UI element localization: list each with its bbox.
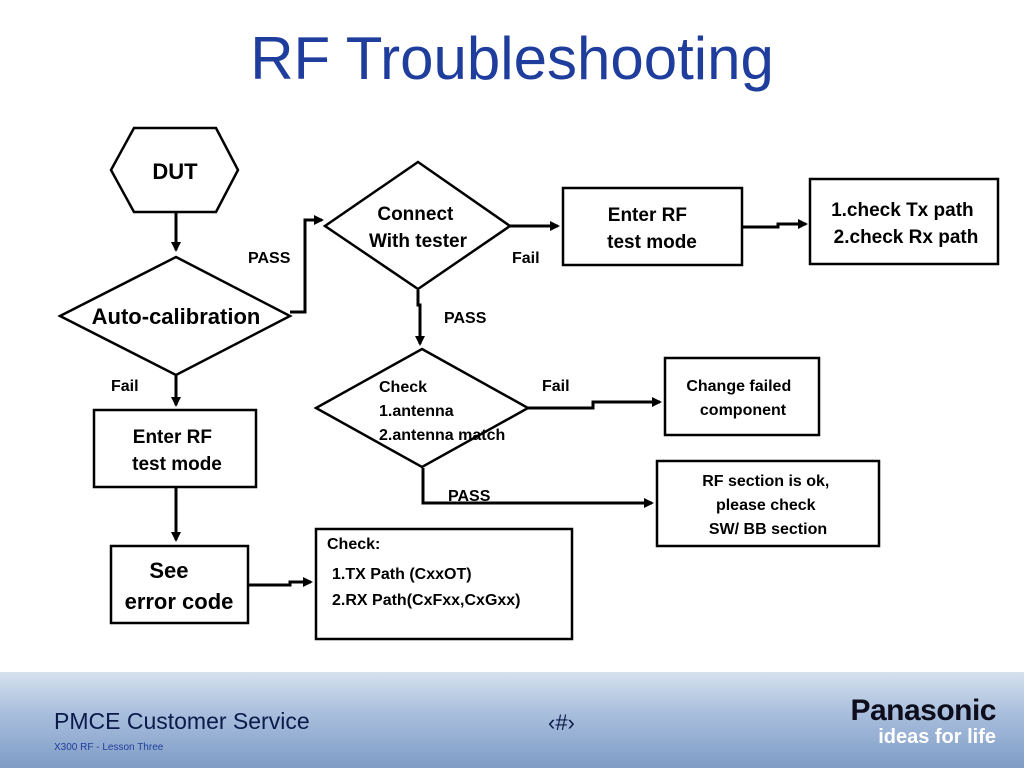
rf-ok-label: RF section is ok, please check SW/ BB se… [702,473,834,538]
brand-logo: Panasonic ideas for life [850,694,996,749]
enter-rf-left-label: Enter RF test mode [132,427,222,475]
brand-tagline: ideas for life [878,726,996,748]
connect-diamond [322,160,513,291]
edge-label-connect-fail: Fail [512,250,540,267]
autocal-label: Auto-calibration [92,304,261,329]
check-paths-label: 1.check Tx path 2.check Rx path [831,200,979,248]
flowchart: DUT Auto-calibration Connect With tester… [57,126,1000,641]
rf-ok-box [655,459,881,548]
see-error-label: See error code [125,558,234,614]
autocal-diamond [57,255,293,377]
footer-band: PMCE Customer Service X300 RF - Lesson T… [0,672,1024,768]
check-antenna-diamond [313,347,531,469]
check-tx-rx-box [314,527,574,641]
check-antenna-label: Check 1.antenna 2.antenna match [379,379,505,444]
change-failed-label: Change failed component [686,378,795,419]
edge-label-autocal-fail: Fail [111,378,139,395]
edge-label-antenna-pass: PASS [448,488,491,505]
connect-label: Connect With tester [369,204,468,252]
enter-rf-left-box [92,408,258,489]
edge-check-antenna-rf-ok [421,468,654,508]
enter-rf-top-box [561,186,744,267]
brand-name: Panasonic [850,694,996,727]
change-failed-box [663,356,821,437]
edge-connect-check-antenna [415,290,425,346]
footer-lesson: X300 RF - Lesson Three [54,742,164,753]
check-paths-box [808,177,1000,266]
edge-autocal-connect [290,215,324,314]
slide-number: ‹#› [548,710,575,735]
edge-label-autocal-pass: PASS [248,250,291,267]
edge-label-antenna-fail: Fail [542,378,570,395]
edge-label-connect-pass: PASS [444,310,487,327]
edge-check-antenna-change [528,397,662,410]
dut-label: DUT [152,159,198,184]
footer-company: PMCE Customer Service [54,708,310,734]
see-error-box [109,544,250,625]
edge-enter-rf-check-paths [742,219,808,229]
check-tx-rx-label: Check: 1.TX Path (CxxOT) 2.RX Path(CxFxx… [327,536,521,609]
edge-see-error-check-paths [248,577,313,587]
enter-rf-top-label: Enter RF test mode [607,205,697,253]
dut-hexagon [109,126,240,214]
slide-title: RF Troubleshooting [250,25,774,92]
